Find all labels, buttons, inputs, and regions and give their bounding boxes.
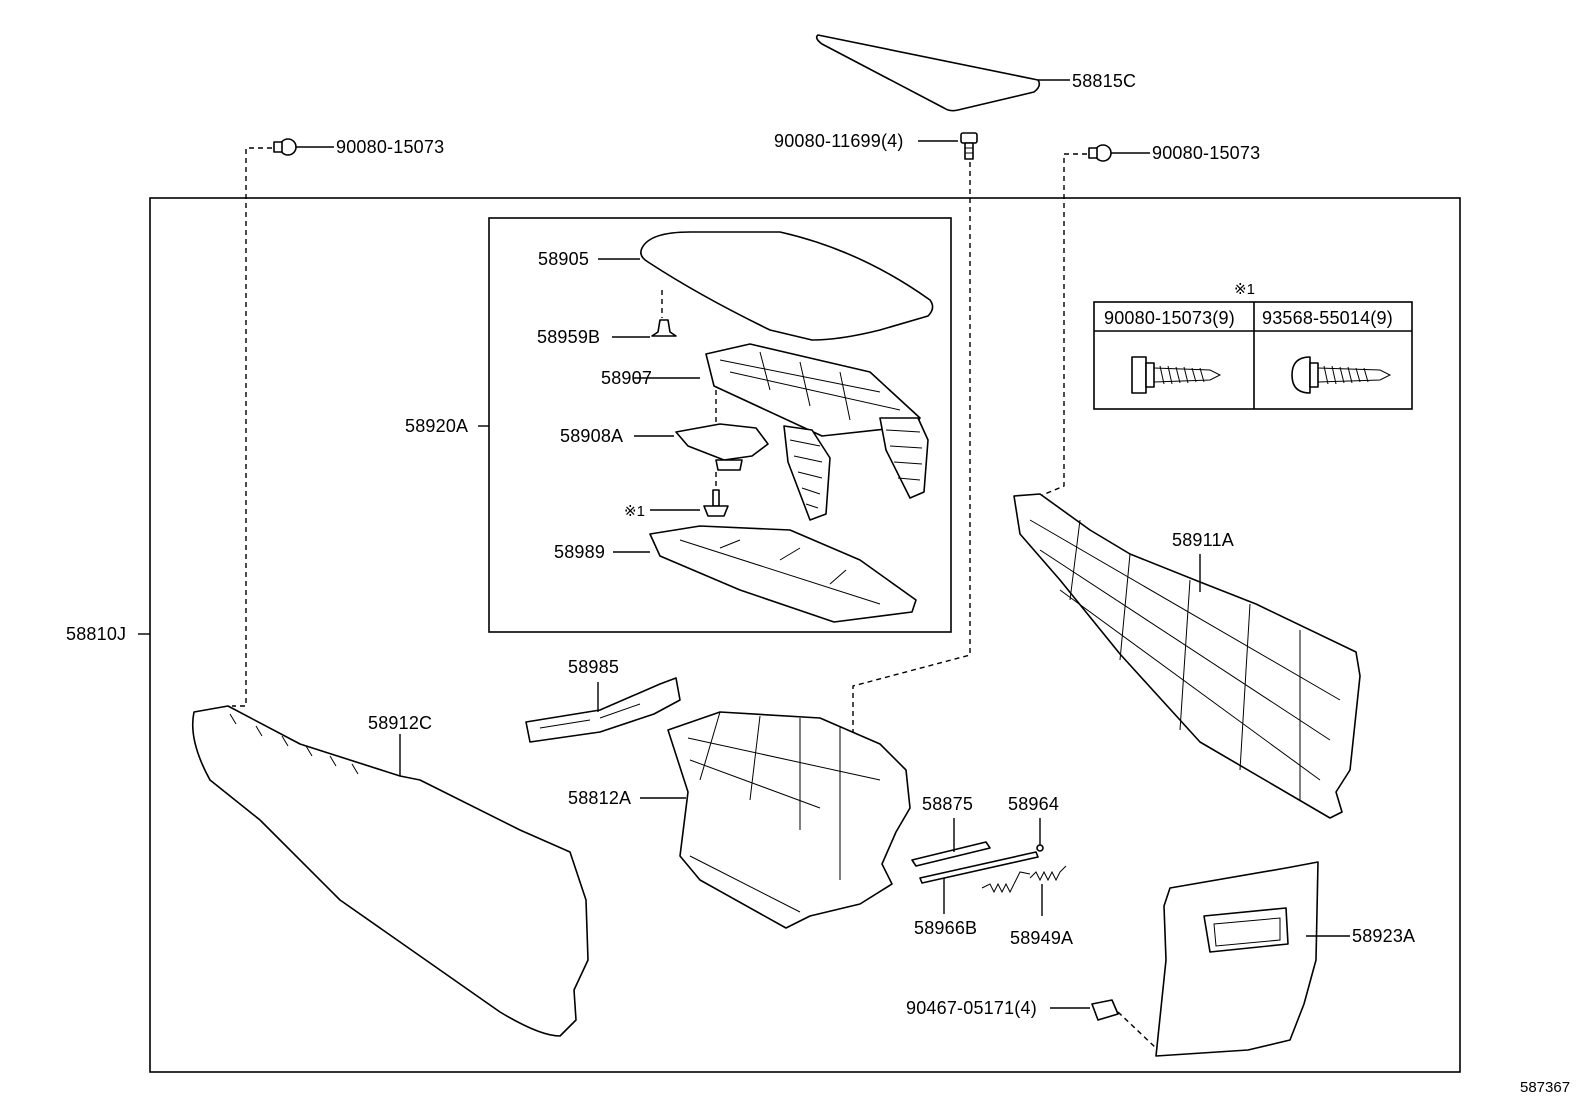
label-58810J: 58810J bbox=[66, 624, 126, 644]
part-58949A[interactable] bbox=[981, 865, 1067, 894]
part-58966B[interactable] bbox=[919, 851, 1039, 884]
bolt-90080-15073-right-icon[interactable] bbox=[1088, 144, 1112, 162]
part-58812A[interactable] bbox=[667, 711, 911, 929]
label-58875: 58875 bbox=[922, 794, 973, 814]
label-58989: 58989 bbox=[554, 542, 605, 562]
part-58907[interactable] bbox=[705, 343, 929, 521]
label-58923A: 58923A bbox=[1352, 926, 1415, 946]
part-58815C[interactable] bbox=[815, 34, 1041, 112]
bolt-90080-11699-icon[interactable] bbox=[960, 132, 978, 160]
label-58911A: 58911A bbox=[1172, 530, 1234, 550]
clip-58959B-icon[interactable] bbox=[651, 319, 677, 337]
part-58905[interactable] bbox=[640, 231, 934, 341]
label-58959B: 58959B bbox=[537, 327, 600, 347]
flanged-bolt-icon bbox=[1131, 356, 1222, 394]
label-58985: 58985 bbox=[568, 657, 619, 677]
label-58907: 58907 bbox=[601, 368, 652, 388]
armrest-subassembly-frame bbox=[488, 217, 952, 633]
part-58912C[interactable] bbox=[191, 705, 589, 1037]
label-58812A: 58812A bbox=[568, 788, 631, 808]
label-90080-15073-left: 90080-15073 bbox=[336, 137, 444, 157]
label-58920A: 58920A bbox=[405, 416, 468, 436]
fastener-table-note: ※1 bbox=[1234, 281, 1255, 298]
diagram-id: 587367 bbox=[1520, 1079, 1570, 1096]
label-58905: 58905 bbox=[538, 249, 589, 269]
label-58964: 58964 bbox=[1008, 794, 1059, 814]
label-note1: ※1 bbox=[624, 503, 645, 520]
label-90467-05171: 90467-05171(4) bbox=[906, 998, 1037, 1018]
fastener-table-col2: 93568-55014(9) bbox=[1262, 308, 1393, 328]
part-58911A[interactable] bbox=[1013, 493, 1361, 819]
label-58912C: 58912C bbox=[368, 713, 432, 733]
label-58966B: 58966B bbox=[914, 918, 977, 938]
part-58908A[interactable] bbox=[675, 423, 769, 471]
label-58949A: 58949A bbox=[1010, 928, 1073, 948]
part-58989[interactable] bbox=[649, 525, 917, 623]
label-58908A: 58908A bbox=[560, 426, 623, 446]
label-90080-11699: 90080-11699(4) bbox=[774, 131, 904, 151]
part-58923A[interactable] bbox=[1155, 861, 1319, 1057]
part-58964[interactable] bbox=[1036, 844, 1044, 852]
part-58875[interactable] bbox=[911, 841, 991, 867]
label-90080-15073-right: 90080-15073 bbox=[1152, 143, 1260, 163]
fastener-table bbox=[1093, 301, 1413, 410]
clip-90467-05171-icon[interactable] bbox=[1091, 999, 1119, 1021]
round-head-screw-icon bbox=[1291, 356, 1392, 394]
label-58815C: 58815C bbox=[1072, 71, 1136, 91]
assembly-frame bbox=[149, 197, 1461, 1073]
screw-note1-icon[interactable] bbox=[703, 489, 729, 517]
fastener-table-col1: 90080-15073(9) bbox=[1104, 308, 1235, 328]
part-58985[interactable] bbox=[525, 677, 681, 743]
bolt-90080-15073-left-icon[interactable] bbox=[273, 138, 297, 156]
